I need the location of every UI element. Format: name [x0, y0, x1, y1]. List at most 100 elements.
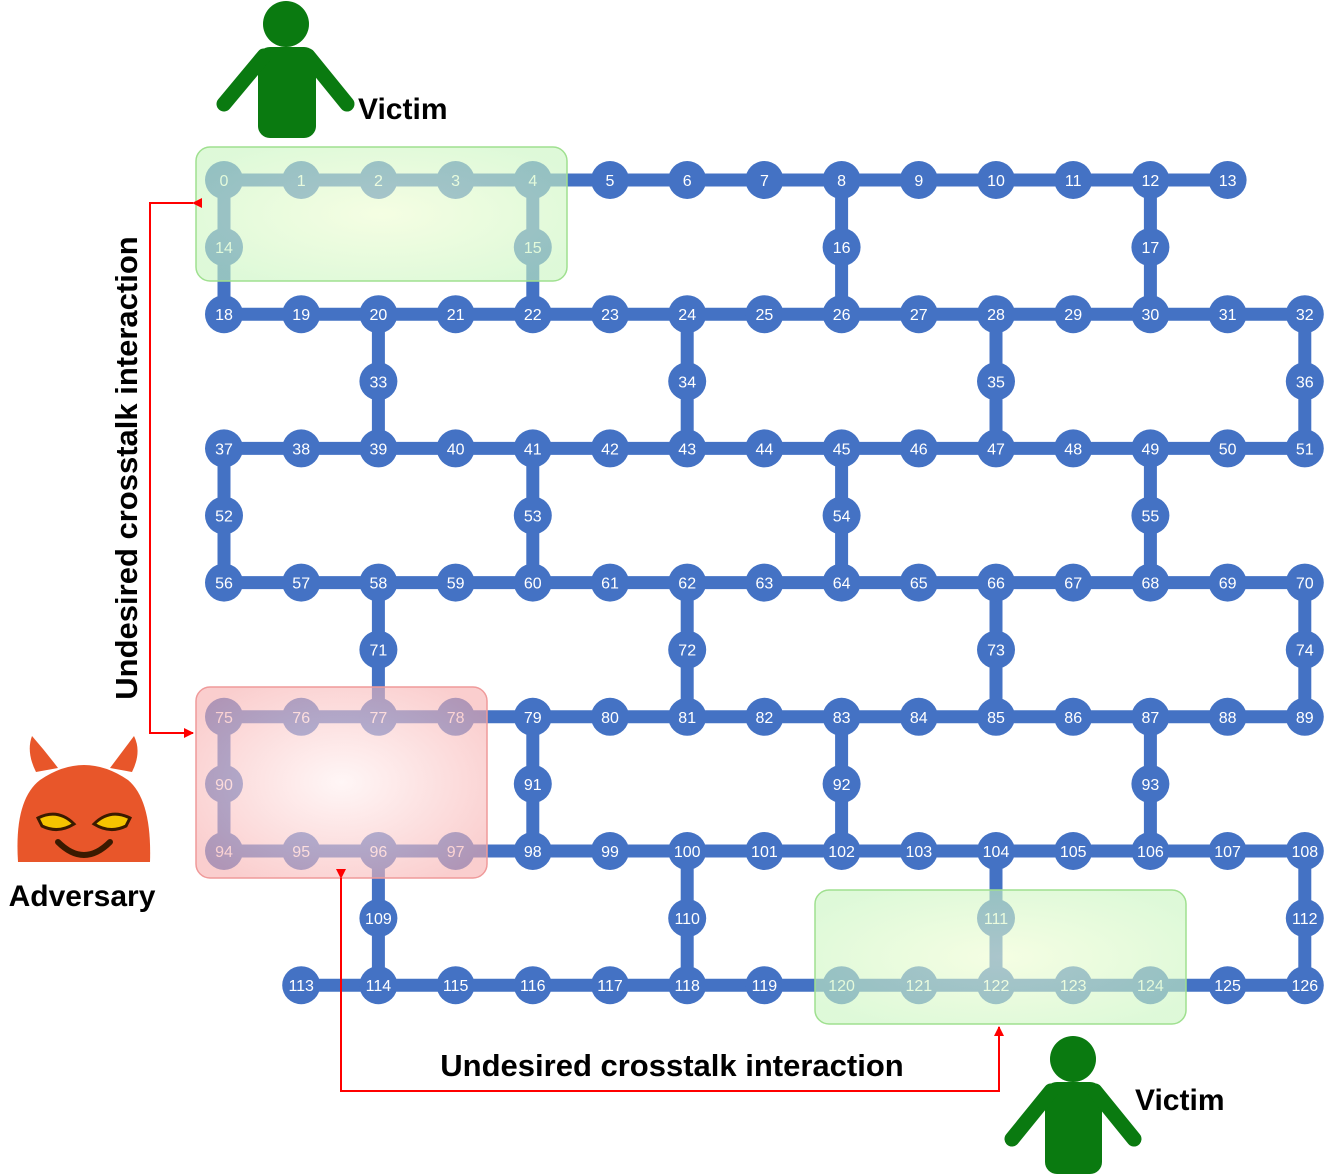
qubit-circle — [282, 563, 321, 602]
qubit-circle — [591, 429, 629, 468]
qubit-38: 38 — [282, 429, 321, 468]
qubit-59: 59 — [436, 563, 475, 602]
qubit-circle — [1131, 496, 1170, 535]
qubit-circle — [977, 563, 1015, 602]
qubit-label: 25 — [756, 307, 774, 324]
qubit-16: 16 — [822, 228, 861, 267]
qubit-100: 100 — [668, 832, 707, 870]
qubit-circle — [205, 295, 243, 334]
adversary-label: Adversary — [9, 880, 156, 913]
qubit-7: 7 — [745, 161, 784, 199]
qubit-circle — [1054, 161, 1093, 199]
qubit-89: 89 — [1285, 697, 1324, 736]
victim-label-top: Victim — [358, 93, 448, 126]
qubit-79: 79 — [513, 697, 552, 736]
qubit-circle — [822, 228, 861, 267]
qubit-label: 85 — [987, 710, 1005, 727]
qubit-label: 39 — [370, 441, 388, 458]
qubit-5: 5 — [591, 161, 629, 199]
qubit-circle — [1285, 630, 1324, 669]
qubit-20: 20 — [359, 295, 398, 334]
qubit-circle — [436, 563, 475, 602]
qubit-117: 117 — [591, 966, 629, 1005]
qubit-label: 101 — [751, 844, 778, 861]
crosstalk-label-vertical: Undesired crosstalk interaction — [109, 236, 144, 699]
qubit-circle — [359, 295, 398, 334]
qubit-116: 116 — [513, 966, 552, 1005]
qubit-circle — [359, 429, 398, 468]
qubit-54: 54 — [822, 496, 861, 535]
qubit-9: 9 — [899, 161, 938, 199]
qubit-label: 40 — [447, 441, 465, 458]
qubit-circle — [1054, 563, 1093, 602]
qubit-circle — [668, 630, 707, 669]
qubit-88: 88 — [1208, 697, 1247, 736]
qubit-label: 87 — [1142, 710, 1160, 727]
qubit-84: 84 — [899, 697, 938, 736]
qubit-86: 86 — [1054, 697, 1093, 736]
qubit-circle — [822, 161, 861, 199]
qubit-31: 31 — [1208, 295, 1247, 334]
qubit-circle — [745, 832, 784, 870]
qubit-label: 104 — [983, 844, 1010, 861]
qubit-label: 56 — [215, 576, 233, 593]
qubit-113: 113 — [282, 966, 321, 1005]
qubit-circle — [1054, 832, 1093, 870]
qubit-73: 73 — [977, 630, 1015, 669]
qubit-62: 62 — [668, 563, 707, 602]
crosstalk-label-horizontal: Undesired crosstalk interaction — [440, 1048, 903, 1083]
qubit-25: 25 — [745, 295, 784, 334]
qubit-50: 50 — [1208, 429, 1247, 468]
qubit-66: 66 — [977, 563, 1015, 602]
qubit-81: 81 — [668, 697, 707, 736]
qubit-label: 11 — [1065, 173, 1082, 190]
qubit-circle — [977, 630, 1015, 669]
qubit-37: 37 — [205, 429, 243, 468]
qubit-label: 69 — [1219, 576, 1237, 593]
qubit-label: 89 — [1296, 710, 1314, 727]
qubit-circle — [1208, 161, 1247, 199]
victim-region-top — [195, 146, 568, 282]
qubit-13: 13 — [1208, 161, 1247, 199]
qubit-circle — [1054, 697, 1093, 736]
qubit-47: 47 — [977, 429, 1015, 468]
qubit-45: 45 — [822, 429, 861, 468]
qubit-circle — [899, 295, 938, 334]
qubit-label: 91 — [524, 777, 542, 794]
qubit-circle — [822, 697, 861, 736]
qubit-label: 58 — [370, 576, 388, 593]
qubit-125: 125 — [1208, 966, 1247, 1005]
qubit-114: 114 — [359, 966, 398, 1005]
qubit-label: 68 — [1142, 576, 1160, 593]
qubit-29: 29 — [1054, 295, 1093, 334]
qubit-label: 83 — [833, 710, 851, 727]
qubit-circle — [282, 429, 321, 468]
qubit-33: 33 — [359, 362, 398, 401]
qubit-circle — [205, 429, 243, 468]
qubit-circle — [513, 563, 552, 602]
qubit-label: 48 — [1064, 441, 1082, 458]
qubit-110: 110 — [668, 899, 707, 938]
qubit-label: 119 — [752, 978, 778, 995]
qubit-115: 115 — [436, 966, 475, 1005]
qubit-55: 55 — [1131, 496, 1170, 535]
qubit-circle — [1054, 295, 1093, 334]
qubit-circle — [1208, 563, 1247, 602]
qubit-106: 106 — [1131, 832, 1170, 870]
qubit-label: 108 — [1291, 844, 1318, 861]
qubit-circle — [513, 764, 552, 803]
qubit-10: 10 — [977, 161, 1015, 199]
qubit-circle — [745, 563, 784, 602]
qubit-label: 22 — [524, 307, 542, 324]
qubit-34: 34 — [668, 362, 707, 401]
qubit-63: 63 — [745, 563, 784, 602]
qubit-label: 34 — [678, 374, 696, 391]
qubit-circle — [668, 295, 707, 334]
qubit-label: 9 — [914, 173, 923, 190]
qubit-label: 109 — [365, 911, 392, 928]
qubit-99: 99 — [591, 832, 629, 870]
qubit-105: 105 — [1054, 832, 1093, 870]
qubit-80: 80 — [591, 697, 629, 736]
qubit-label: 33 — [370, 374, 388, 391]
qubit-label: 54 — [833, 509, 851, 526]
